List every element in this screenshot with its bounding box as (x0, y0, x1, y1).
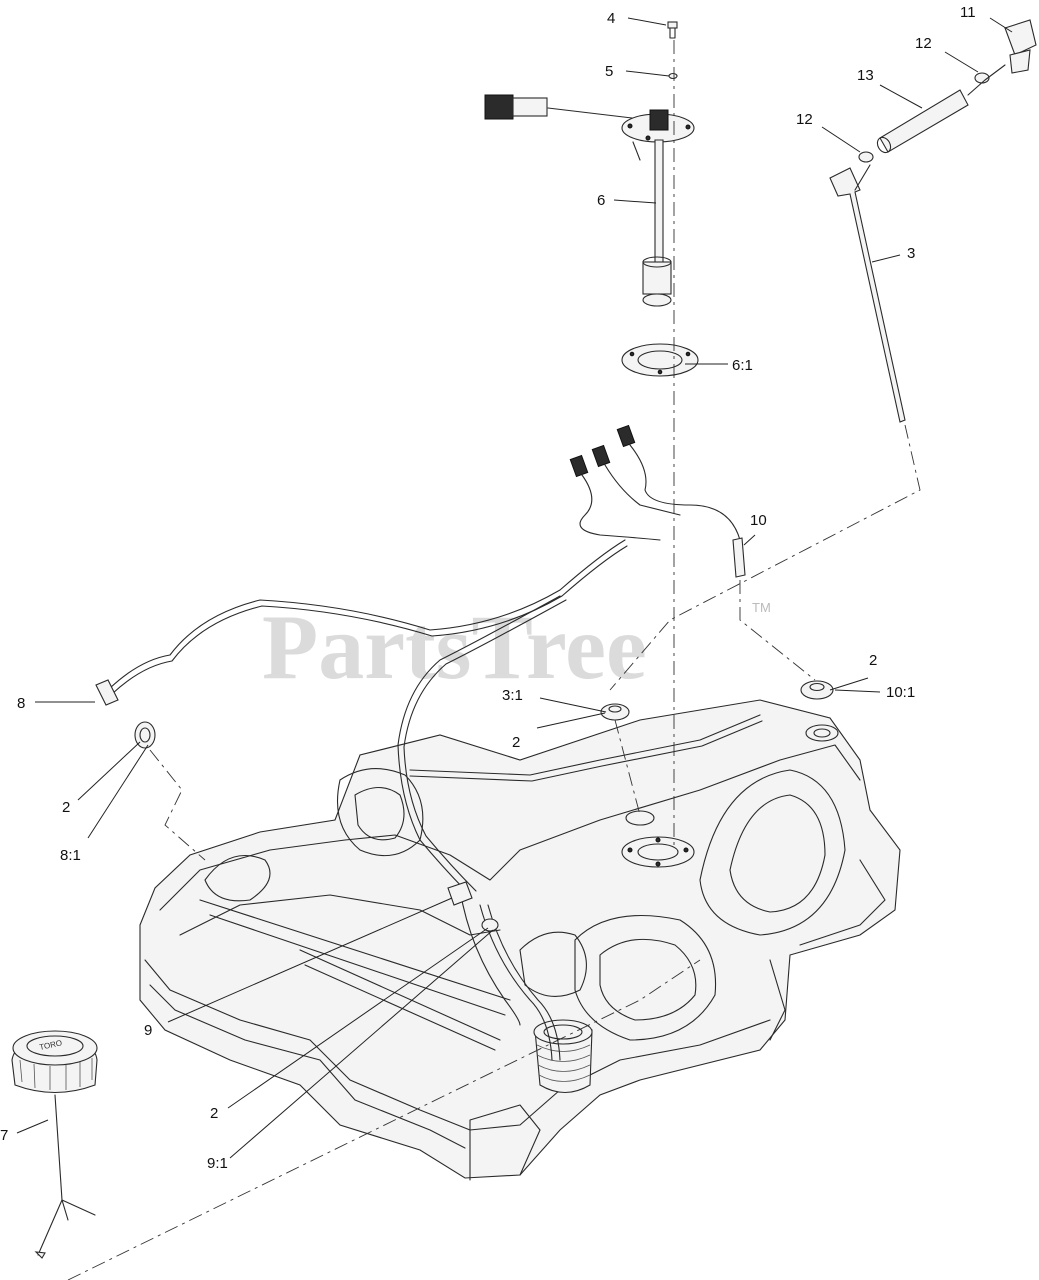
callout-3: 3 (907, 245, 915, 262)
fuel-cap: TORO (11, 1030, 98, 1259)
assembly-dashed-lines (67, 40, 921, 1280)
callout-11: 11 (960, 4, 976, 21)
callout-5: 5 (605, 63, 613, 80)
callout-9: 9 (144, 1022, 152, 1039)
grommet-center (481, 918, 499, 932)
watermark-trademark: TM (752, 600, 771, 615)
hose-connectors (569, 424, 636, 478)
sender-gasket (621, 343, 699, 377)
fuel-hose-assembly (95, 424, 763, 1061)
callout-13: 13 (857, 67, 874, 84)
callout-2-lower: 2 (210, 1105, 218, 1122)
grommet-10-1 (800, 680, 834, 700)
vent-assembly (829, 19, 1037, 423)
callout-8: 8 (17, 695, 25, 712)
callout-10: 10 (750, 512, 767, 529)
callout-labels: 4 5 6 6:1 11 12 13 12 3 10 8 2 8:1 3:1 2… (0, 4, 976, 1172)
callout-12-top: 12 (915, 35, 932, 52)
callout-8-1: 8:1 (60, 847, 81, 864)
callout-4: 4 (607, 10, 615, 27)
callout-10-1: 10:1 (886, 684, 915, 701)
callout-6: 6 (597, 192, 605, 209)
grommet-left (134, 721, 156, 749)
callout-7: 7 (0, 1127, 8, 1144)
fuel-tank (139, 699, 901, 1181)
callout-9-1: 9:1 (207, 1155, 228, 1172)
callout-12-lower: 12 (796, 111, 813, 128)
callout-2-left: 2 (62, 799, 70, 816)
callout-2-right: 2 (869, 652, 877, 669)
fuel-sender (484, 21, 695, 307)
leader-lines (16, 17, 1013, 1159)
callout-2-center: 2 (512, 734, 520, 751)
grommet-3-1 (600, 703, 630, 721)
callout-6-1: 6:1 (732, 357, 753, 374)
parts-tree-watermark: PartsTree (262, 596, 647, 698)
callout-3-1: 3:1 (502, 687, 523, 704)
